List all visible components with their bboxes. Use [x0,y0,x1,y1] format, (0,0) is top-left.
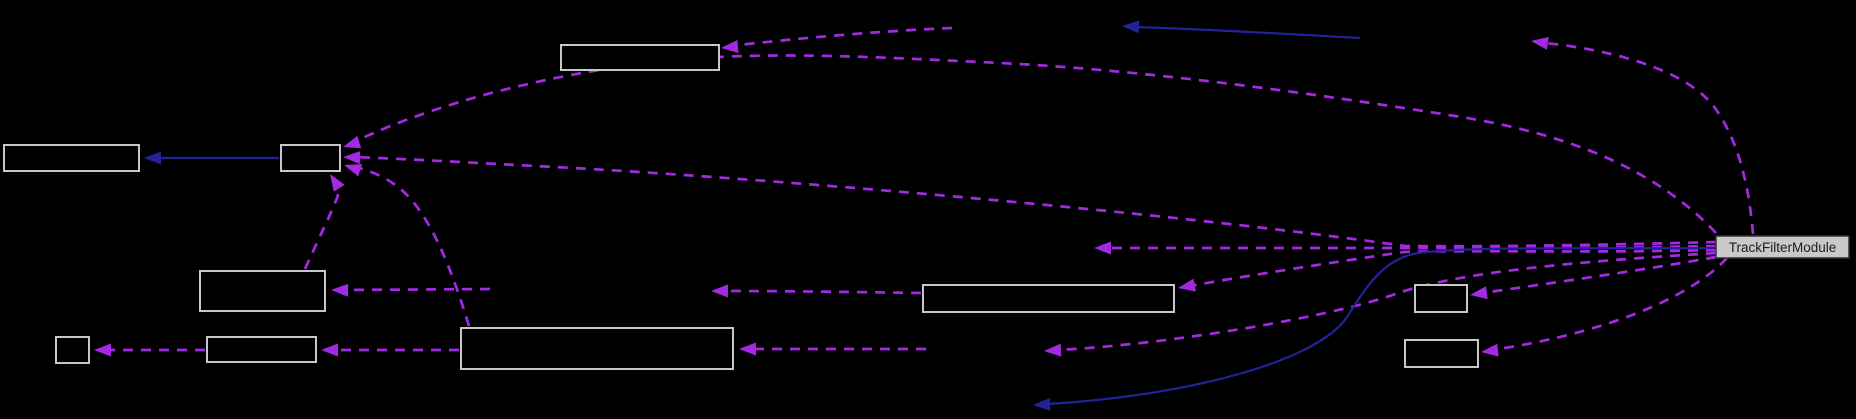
edge-tfm-to-node-j [1481,257,1728,357]
edge-tfm-dangling-low-arrowhead [1044,343,1062,357]
edge-tfm-dangling-mid-arrowhead [1094,241,1111,255]
graph-node-node-e[interactable] [55,336,90,364]
edge-node-g-to-node-f-arrowhead [321,343,338,357]
node-box[interactable] [1414,284,1468,313]
edge-to-node-a-arrowhead [721,40,739,53]
node-box[interactable] [1404,339,1479,368]
graph-node-node-b[interactable] [3,144,140,172]
edge-tfm-swoop-blue [1033,246,1715,411]
edge-tfm-dangling-top [1531,36,1755,235]
edge-tfm-to-node-i-arrowhead [1470,286,1488,300]
node-box[interactable] [3,144,140,172]
main-node-trackfiltermodule[interactable]: TrackFilterModule [1715,235,1850,259]
edge-node-f-to-node-e-arrowhead [94,343,111,357]
graph-node-node-g[interactable] [460,327,734,370]
graph-node-node-h[interactable] [922,284,1175,313]
node-box[interactable] [55,336,90,364]
node-box[interactable] [199,270,326,312]
edge-dangling-top-blue-arrowhead [1122,20,1140,34]
edge-dangling-top-blue [1122,20,1361,40]
edge-tfm-to-node-j-arrowhead [1481,343,1499,357]
node-box[interactable] [206,336,317,363]
node-box[interactable] [560,44,720,71]
edge-tfm-dangling-mid [1094,241,1717,255]
edge-tfm-to-node-c-arc-arrowhead [343,135,362,149]
edge-node-g-to-node-c [344,164,471,327]
edge-dangling-to-node-d [331,283,491,297]
node-box[interactable] [460,327,734,370]
graph-node-node-f[interactable] [206,336,317,363]
edge-dangling-to-node-g-arrowhead [739,342,756,356]
edge-dangling-to-node-d-arrowhead [331,283,349,297]
edge-dangling-to-node-g [739,342,926,356]
edge-tfm-to-node-c-mid-arrowhead [343,151,361,165]
edge-node-h-dangling-arrowhead [711,284,728,298]
node-box[interactable] [280,144,341,172]
edge-tfm-to-node-h [1178,248,1717,292]
graph-node-node-i[interactable] [1414,284,1468,313]
edge-node-d-to-node-c-arrowhead [330,174,345,192]
graph-node-node-d[interactable] [199,270,326,312]
edge-node-c-to-node-b-arrowhead [144,151,161,165]
main-node-label: TrackFilterModule [1729,240,1837,255]
edge-node-f-to-node-e [94,343,205,357]
edge-tfm-to-node-c-arc [343,54,1717,234]
edge-node-d-to-node-c [303,174,345,270]
graph-node-node-c[interactable] [280,144,341,172]
edge-node-g-to-node-f [321,343,459,357]
edge-tfm-dangling-top-arrowhead [1531,36,1549,50]
edge-tfm-to-node-c-mid [343,151,1717,248]
edge-tfm-dangling-low [1044,251,1717,357]
edge-node-c-to-node-b [144,151,279,165]
edge-tfm-to-node-h-arrowhead [1178,278,1196,292]
edge-tfm-to-node-i [1470,255,1717,300]
node-box[interactable] [922,284,1175,313]
graph-node-node-j[interactable] [1404,339,1479,368]
main-node-box[interactable] [1715,235,1850,259]
edge-to-node-a [721,26,953,53]
edge-node-h-dangling [711,284,922,298]
edge-tfm-swoop-blue-arrowhead [1033,397,1051,411]
edge-node-g-to-node-c-arrowhead [344,164,363,177]
graph-node-node-a[interactable] [560,44,720,71]
